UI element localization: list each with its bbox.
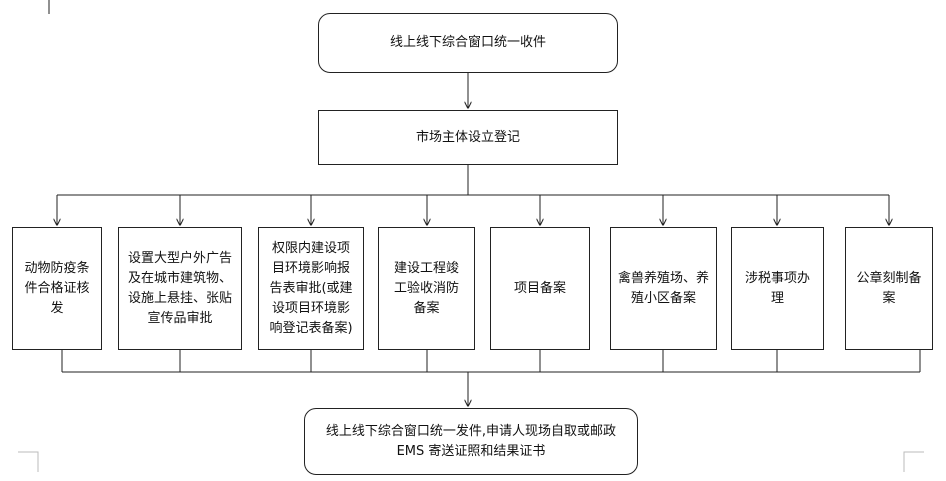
process-box-livestock-farm: 禽兽养殖场、养 殖小区备案 [610,227,717,350]
registration-label: 市场主体设立登记 [415,129,520,145]
process-label: 建设工程竣 工验收消防 备案 [393,260,459,316]
process-label: 设置大型户外广告 及在城市建筑物、 设施上悬挂、张贴 宣传品审批 [127,250,232,326]
end-box: 线上线下综合窗口统一发件,申请人现场自取或邮政 EMS 寄送证照和结果证书 [304,408,638,475]
process-label: 权限内建设项 目环境影响报 告表审批(或建 设项目环境影 响登记表备案) [269,240,353,336]
process-box-animal-epidemic: 动物防疫条 件合格证核 发 [12,227,102,350]
process-label: 涉税事项办 理 [744,270,810,306]
process-box-fire-acceptance: 建设工程竣 工验收消防 备案 [378,227,475,350]
process-box-environment: 权限内建设项 目环境影响报 告表审批(或建 设项目环境影 响登记表备案) [258,227,364,350]
process-box-tax-matters: 涉税事项办 理 [731,227,824,350]
process-label: 动物防疫条 件合格证核 发 [24,260,90,316]
start-box: 线上线下综合窗口统一收件 [318,13,618,73]
registration-box: 市场主体设立登记 [318,110,618,165]
process-box-outdoor-ads: 设置大型户外广告 及在城市建筑物、 设施上悬挂、张贴 宣传品审批 [118,227,242,350]
process-label: 项目备案 [513,280,566,296]
start-label: 线上线下综合窗口统一收件 [389,35,546,50]
process-box-project-filing: 项目备案 [490,227,590,350]
end-label: 线上线下综合窗口统一发件,申请人现场自取或邮政 EMS 寄送证照和结果证书 [325,423,617,459]
process-box-seal-engraving: 公章刻制备 案 [845,227,933,350]
process-label: 禽兽养殖场、养 殖小区备案 [617,270,709,306]
process-label: 公章刻制备 案 [856,270,922,306]
page-corner-right [903,451,924,472]
page-corner-left [18,451,39,472]
